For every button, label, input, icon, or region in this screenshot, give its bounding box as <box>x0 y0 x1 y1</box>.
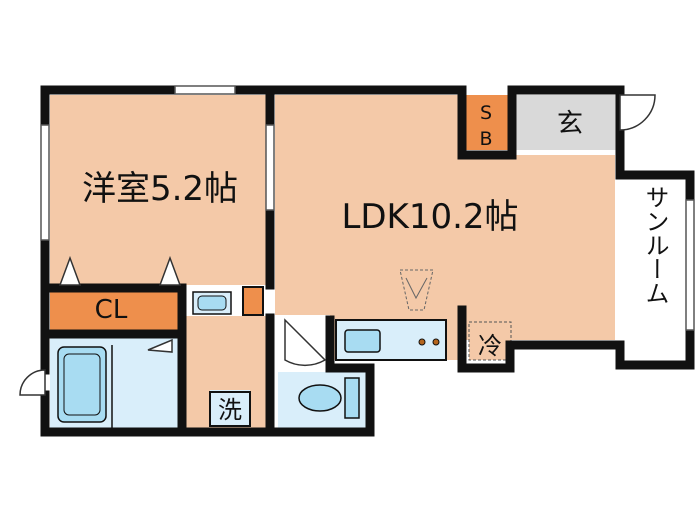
sunroom-floor <box>624 180 681 356</box>
doors <box>19 94 656 396</box>
stove-burner-right <box>432 338 440 346</box>
closet-label: CL <box>95 295 128 325</box>
storage-box-label-s: S <box>480 102 492 124</box>
range-hood <box>399 269 434 311</box>
entrance-label: 玄 <box>557 109 583 139</box>
ldk-floor-right <box>455 155 615 340</box>
washing-machine <box>209 391 251 427</box>
ldk-floor <box>275 95 460 315</box>
storage-box-label-b: B <box>479 128 492 150</box>
wash-basin-bowl <box>197 295 227 311</box>
toilet-bowl <box>298 384 342 412</box>
ldk-label: LDK10.2帖 <box>341 197 518 237</box>
bathtub-inner <box>63 353 101 416</box>
western-room-floor <box>50 95 270 285</box>
toilet-tank <box>344 377 360 419</box>
sunroom-label: サンルーム <box>641 185 669 305</box>
closet-floor <box>50 287 182 330</box>
storage-shelf <box>242 286 264 316</box>
windows <box>40 85 695 331</box>
fridge-label: 冷 <box>478 332 502 360</box>
laundry-label: 洗 <box>218 396 242 424</box>
western-room-label: 洋室5.2帖 <box>82 169 238 209</box>
storage-box-floor <box>464 95 511 150</box>
stove-burner-left <box>418 338 426 346</box>
range-hood-mark <box>405 277 428 300</box>
entrance-floor <box>512 95 617 150</box>
kitchen-sink <box>344 329 381 353</box>
